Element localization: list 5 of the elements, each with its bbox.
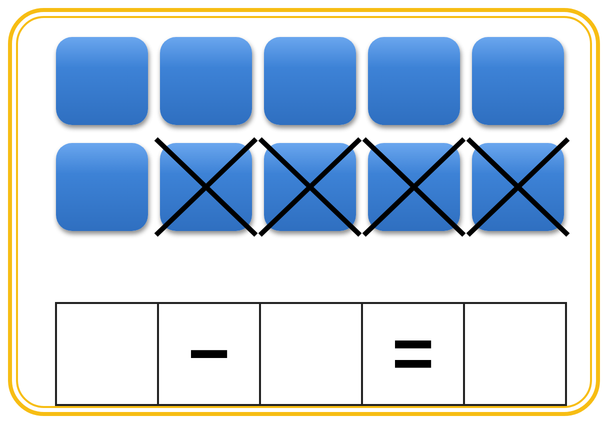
operator-cell: = [361, 302, 465, 406]
answer-box [55, 302, 159, 406]
answer-box [259, 302, 363, 406]
answer-box [463, 302, 567, 406]
operator-cell: − [157, 302, 261, 406]
